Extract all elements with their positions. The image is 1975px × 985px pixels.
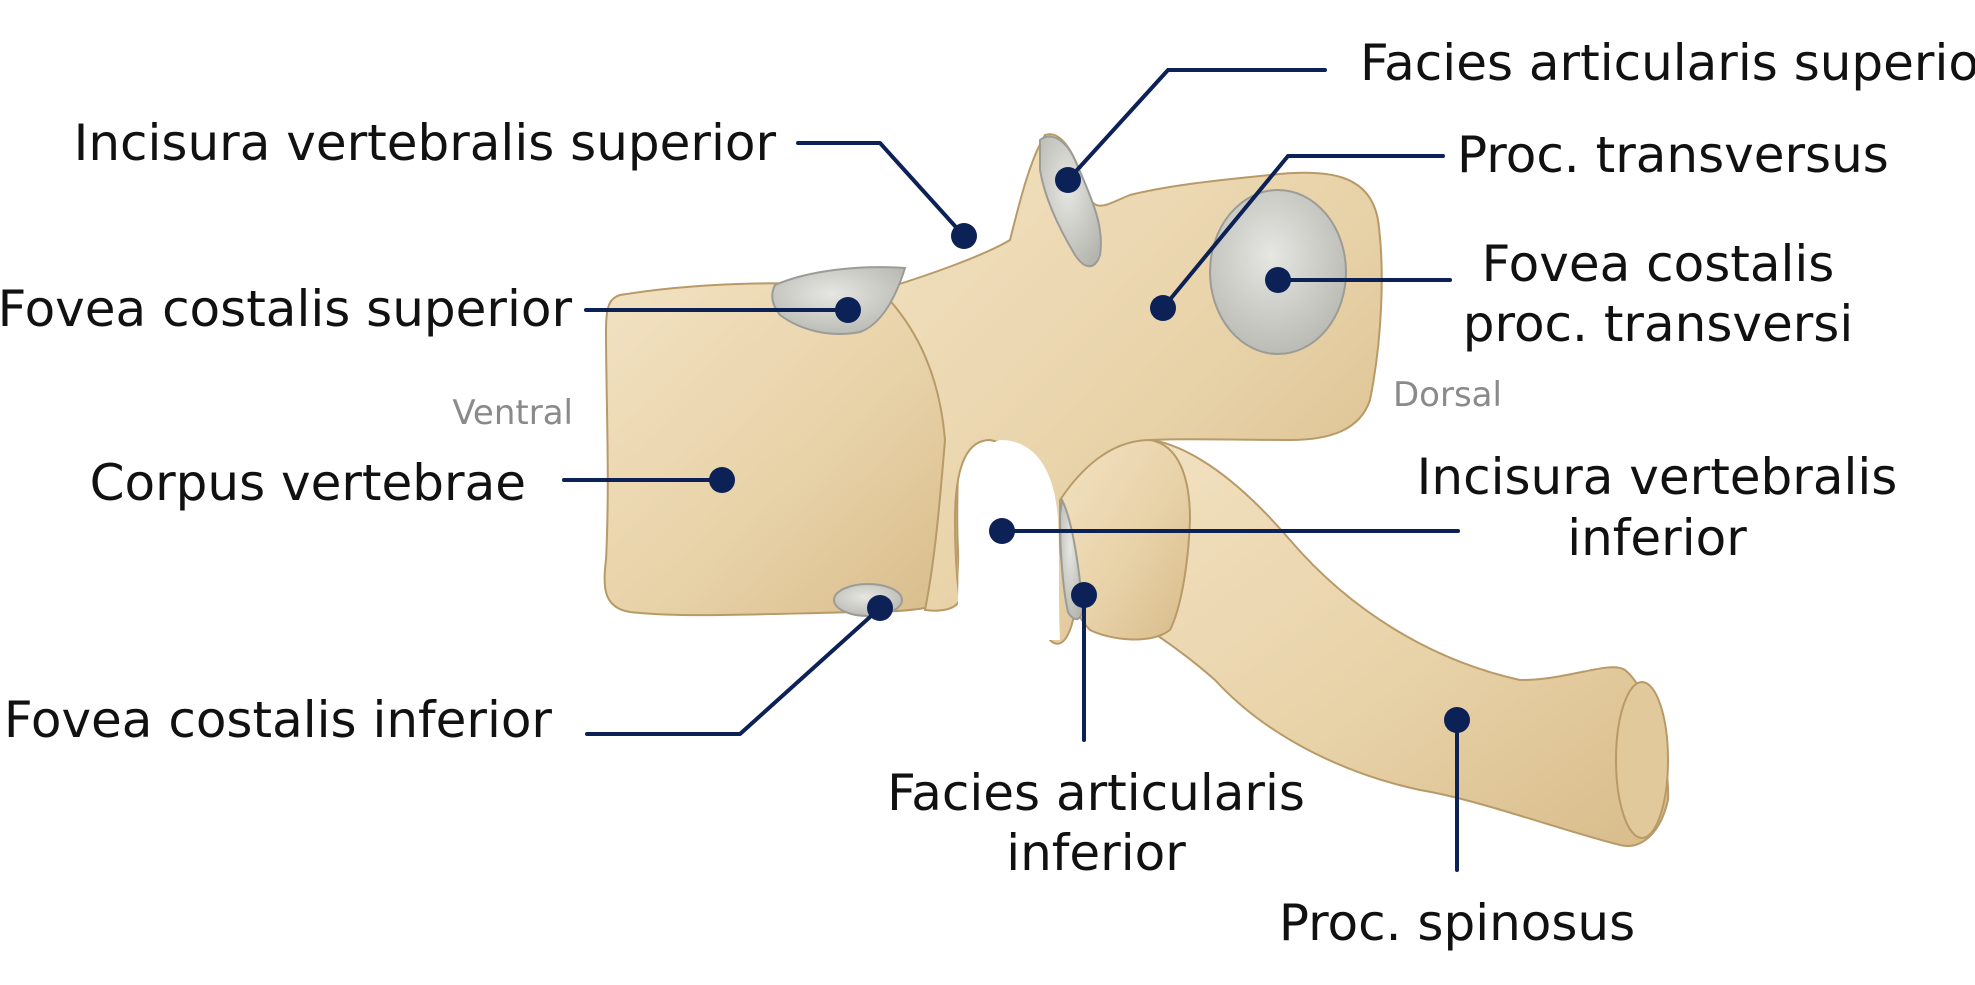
label-incisura-vertebralis-inferior-line2: inferior bbox=[1567, 509, 1747, 567]
label-corpus-vertebrae: Corpus vertebrae bbox=[90, 454, 526, 512]
pointer-dots bbox=[709, 167, 1470, 733]
label-incisura-vertebralis-superior: Incisura vertebralis superior bbox=[74, 114, 777, 172]
vertebral-body-shape bbox=[603, 282, 962, 617]
label-fovea-costalis-superior: Fovea costalis superior bbox=[0, 280, 572, 338]
pointer-dot-corpus-vertebrae bbox=[709, 467, 735, 493]
pointer-dot-facies-articularis-inferior bbox=[1071, 582, 1097, 608]
pointer-line-facies-articularis-superior bbox=[1066, 68, 1327, 182]
pointer-dot-fovea-costalis-inferior bbox=[867, 595, 893, 621]
label-proc-transversus: Proc. transversus bbox=[1457, 126, 1889, 184]
spinous-process-shape bbox=[1108, 437, 1670, 847]
label-fovea-costalis-inferior: Fovea costalis inferior bbox=[4, 691, 553, 749]
pointer-line-incisura-vertebralis-superior bbox=[796, 141, 966, 238]
pointer-line-proc-transversus bbox=[1161, 154, 1445, 310]
pointer-dot-fovea-costalis-proc-transversi bbox=[1265, 267, 1291, 293]
label-fovea-costalis-proc-transversi-line2: proc. transversi bbox=[1463, 295, 1853, 353]
pointer-dot-incisura-vertebralis-inferior bbox=[989, 518, 1015, 544]
pointer-dot-fovea-costalis-superior bbox=[835, 297, 861, 323]
label-facies-articularis-inferior-line1: Facies articularis bbox=[887, 764, 1305, 822]
label-fovea-costalis-proc-transversi-line1: Fovea costalis bbox=[1482, 235, 1835, 293]
label-facies-articularis-superior: Facies articularis superior bbox=[1360, 34, 1975, 92]
superior-articular-facet bbox=[1039, 135, 1102, 268]
orientation-ventral: Ventral bbox=[452, 393, 573, 433]
pointer-dot-proc-transversus bbox=[1150, 295, 1176, 321]
orientation-dorsal: Dorsal bbox=[1393, 375, 1502, 415]
label-facies-articularis-inferior-line2: inferior bbox=[1006, 824, 1186, 882]
pointer-line-fovea-costalis-inferior bbox=[585, 606, 882, 736]
spinous-tip-shape bbox=[1615, 681, 1669, 839]
pointer-dot-facies-articularis-superior bbox=[1055, 167, 1081, 193]
pointer-dot-proc-spinosus bbox=[1444, 707, 1470, 733]
labels: Facies articularis superior Incisura ver… bbox=[0, 34, 1975, 952]
pointer-dot-incisura-vertebralis-superior bbox=[951, 223, 977, 249]
label-incisura-vertebralis-inferior-line1: Incisura vertebralis bbox=[1417, 448, 1898, 506]
label-proc-spinosus: Proc. spinosus bbox=[1279, 894, 1635, 952]
pointer-lines bbox=[562, 68, 1460, 872]
